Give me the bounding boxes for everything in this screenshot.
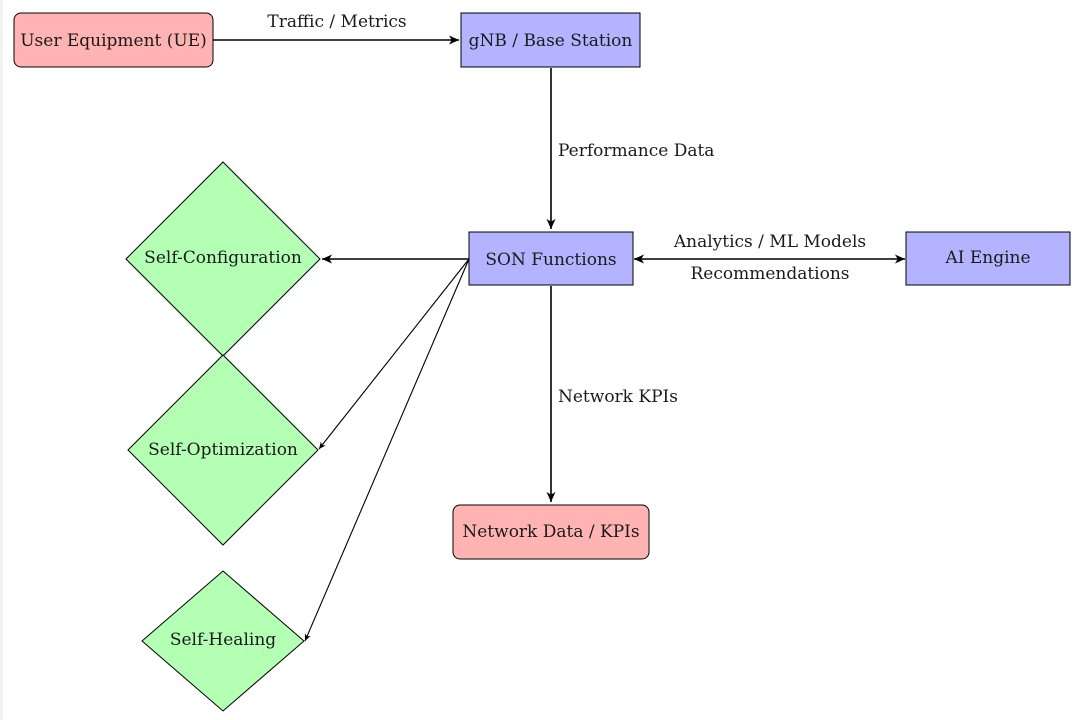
edge-label-performance-data: Performance Data — [558, 141, 714, 161]
node-network-data-kpis: Network Data / KPIs — [452, 504, 650, 560]
node-label-network-data-kpis: Network Data / KPIs — [462, 522, 639, 542]
node-label-self-healing: Self-Healing — [170, 630, 276, 650]
node-son-functions: SON Functions — [468, 231, 634, 286]
node-gnb-base-station: gNB / Base Station — [460, 12, 641, 68]
node-label-self-optimization: Self-Optimization — [148, 440, 298, 460]
node-user-equipment: User Equipment (UE) — [13, 12, 214, 68]
node-label-self-configuration: Self-Configuration — [144, 248, 302, 268]
edge-label-recommendations: Recommendations — [690, 264, 849, 284]
node-label-son-functions: SON Functions — [485, 250, 616, 270]
edge-label-analytics-ml-models: Analytics / ML Models — [673, 232, 866, 252]
node-self-optimization: Self-Optimization — [127, 354, 319, 546]
node-self-configuration: Self-Configuration — [125, 161, 321, 357]
left-edge-strip — [0, 0, 3, 720]
node-label-gnb-base-station: gNB / Base Station — [469, 31, 633, 51]
node-label-ai-engine: AI Engine — [944, 248, 1030, 268]
edge-label-network-kpis: Network KPIs — [558, 387, 678, 407]
node-self-healing: Self-Healing — [141, 570, 305, 712]
node-label-user-equipment: User Equipment (UE) — [20, 31, 207, 51]
edge-son-to-selfheal — [304, 258, 470, 642]
node-ai-engine: AI Engine — [905, 231, 1071, 286]
edge-label-traffic-metrics: Traffic / Metrics — [267, 12, 406, 32]
edge-son-to-selfopt — [318, 258, 470, 450]
